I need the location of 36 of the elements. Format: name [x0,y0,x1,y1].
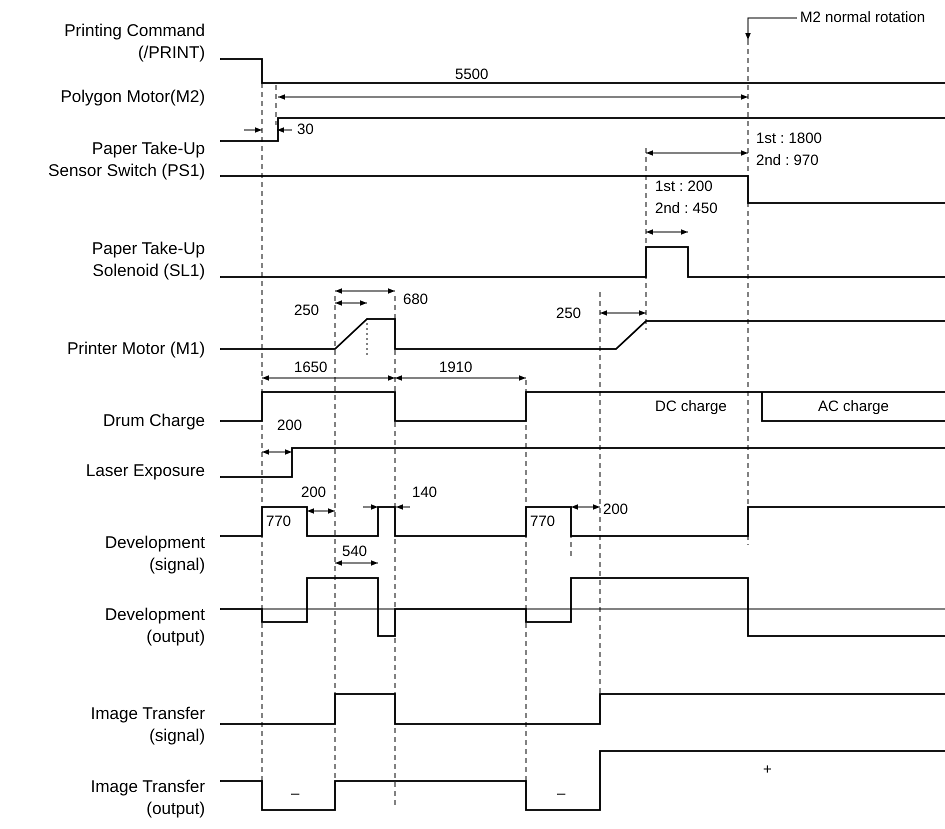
dimension-value: 1650 [294,358,328,378]
signal-label: Paper Take-Up Sensor Switch (PS1) [48,138,205,182]
polarity-sign: + [763,760,772,780]
phase-label: DC charge [655,397,727,417]
dimension-value: 2nd : 970 [756,151,819,171]
dimension-value: 540 [342,542,368,562]
leader-line [745,18,798,40]
dimension-value: 200 [277,416,302,436]
signal-label: Printing Command (/PRINT) [64,20,205,64]
dimension-value: 140 [412,483,438,503]
dimension-value: 30 [297,120,314,140]
dimension-value: 2nd : 450 [655,199,718,219]
signal-label: Development (signal) [104,532,205,576]
signal-label: Drum Charge [102,410,205,432]
callout-text: M2 normal rotation [800,7,926,29]
dimension-value: 1910 [439,358,472,378]
signal-label: Development (output) [104,604,205,648]
phase-label: AC charge [818,397,889,417]
polarity-sign: – [557,784,566,804]
signal-label: Laser Exposure [86,460,205,482]
dimension-value: 200 [603,500,628,520]
signal-label: Paper Take-Up Solenoid (SL1) [92,238,205,282]
dimension-value: 770 [530,512,556,532]
signal-label: Image Transfer (signal) [90,703,205,747]
dimension-value: 680 [403,290,428,310]
dimension-value: 1st : 1800 [756,129,822,149]
signal-label: Printer Motor (M1) [67,338,205,360]
dimension-value: 250 [556,304,582,324]
dimension-value: 1st : 200 [655,177,713,197]
dimension-value: 250 [294,301,320,321]
dimension-value: 200 [301,483,326,503]
polarity-sign: – [291,784,300,804]
signal-label: Image Transfer (output) [90,776,205,820]
signal-label: Polygon Motor(M2) [60,86,205,108]
dimension-value: 770 [266,512,292,532]
dimension-value: 5500 [455,65,488,85]
